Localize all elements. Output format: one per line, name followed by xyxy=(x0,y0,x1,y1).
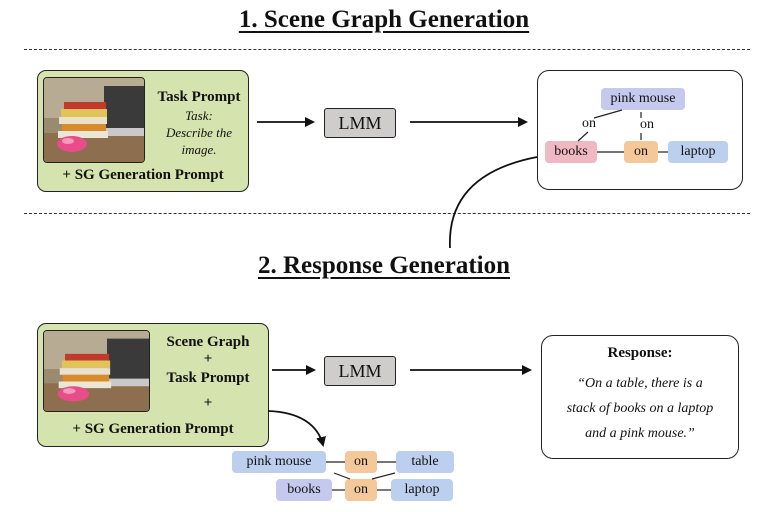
lmm-box-2: LMM xyxy=(324,356,396,386)
response-title: Response: xyxy=(607,345,673,361)
sg-generation-prompt-label-2: + SG Generation Prompt xyxy=(72,421,234,437)
section2-title: 2. Response Generation xyxy=(257,252,511,279)
node-laptop-1: laptop xyxy=(668,141,728,163)
response-line-2: stack of books on a laptop xyxy=(566,401,714,416)
section1-input-box: Task Prompt Task: Describe the image. + … xyxy=(37,70,249,192)
photo-books-laptop-mouse-icon xyxy=(43,330,150,412)
node-pink-mouse-1: pink mouse xyxy=(601,88,685,110)
node-pink-mouse-2: pink mouse xyxy=(232,451,326,473)
edge-label-left-on: on xyxy=(582,116,596,131)
task-text-line-1: Task: xyxy=(185,108,213,123)
divider-top xyxy=(24,49,750,50)
node-books-2: books xyxy=(276,479,332,501)
section1-title: 1. Scene Graph Generation xyxy=(238,6,530,33)
sg-generation-prompt-label: + SG Generation Prompt xyxy=(62,167,224,183)
node-laptop-2: laptop xyxy=(391,479,453,501)
plus-1: + xyxy=(203,351,213,367)
response-line-1: “On a table, there is a xyxy=(577,376,703,391)
photo-books-laptop-mouse-icon xyxy=(43,77,145,163)
task-text-line-2: Describe the xyxy=(165,125,233,140)
response-line-3: and a pink mouse.” xyxy=(585,426,695,441)
node-on-2a: on xyxy=(345,451,377,473)
curved-arrow-icon xyxy=(449,156,538,249)
plus-2: + xyxy=(203,395,213,411)
node-books-1: books xyxy=(545,141,597,163)
curved-arrow-icon xyxy=(267,410,326,447)
node-table-2: table xyxy=(396,451,454,473)
divider-middle xyxy=(24,213,750,214)
node-on-1: on xyxy=(624,141,658,163)
task-prompt-label-2: Task Prompt xyxy=(166,370,250,386)
task-prompt-label: Task Prompt xyxy=(157,89,241,105)
response-panel: Response: “On a table, there is a stack … xyxy=(541,335,739,459)
edge-label-right-on: on xyxy=(640,117,654,132)
section2-input-box: Scene Graph + Task Prompt + + SG Generat… xyxy=(37,323,269,447)
lmm-box-1: LMM xyxy=(324,108,396,138)
node-on-2b: on xyxy=(345,479,377,501)
task-text-line-3: image. xyxy=(181,142,217,157)
scene-graph-label: Scene Graph xyxy=(166,334,250,350)
